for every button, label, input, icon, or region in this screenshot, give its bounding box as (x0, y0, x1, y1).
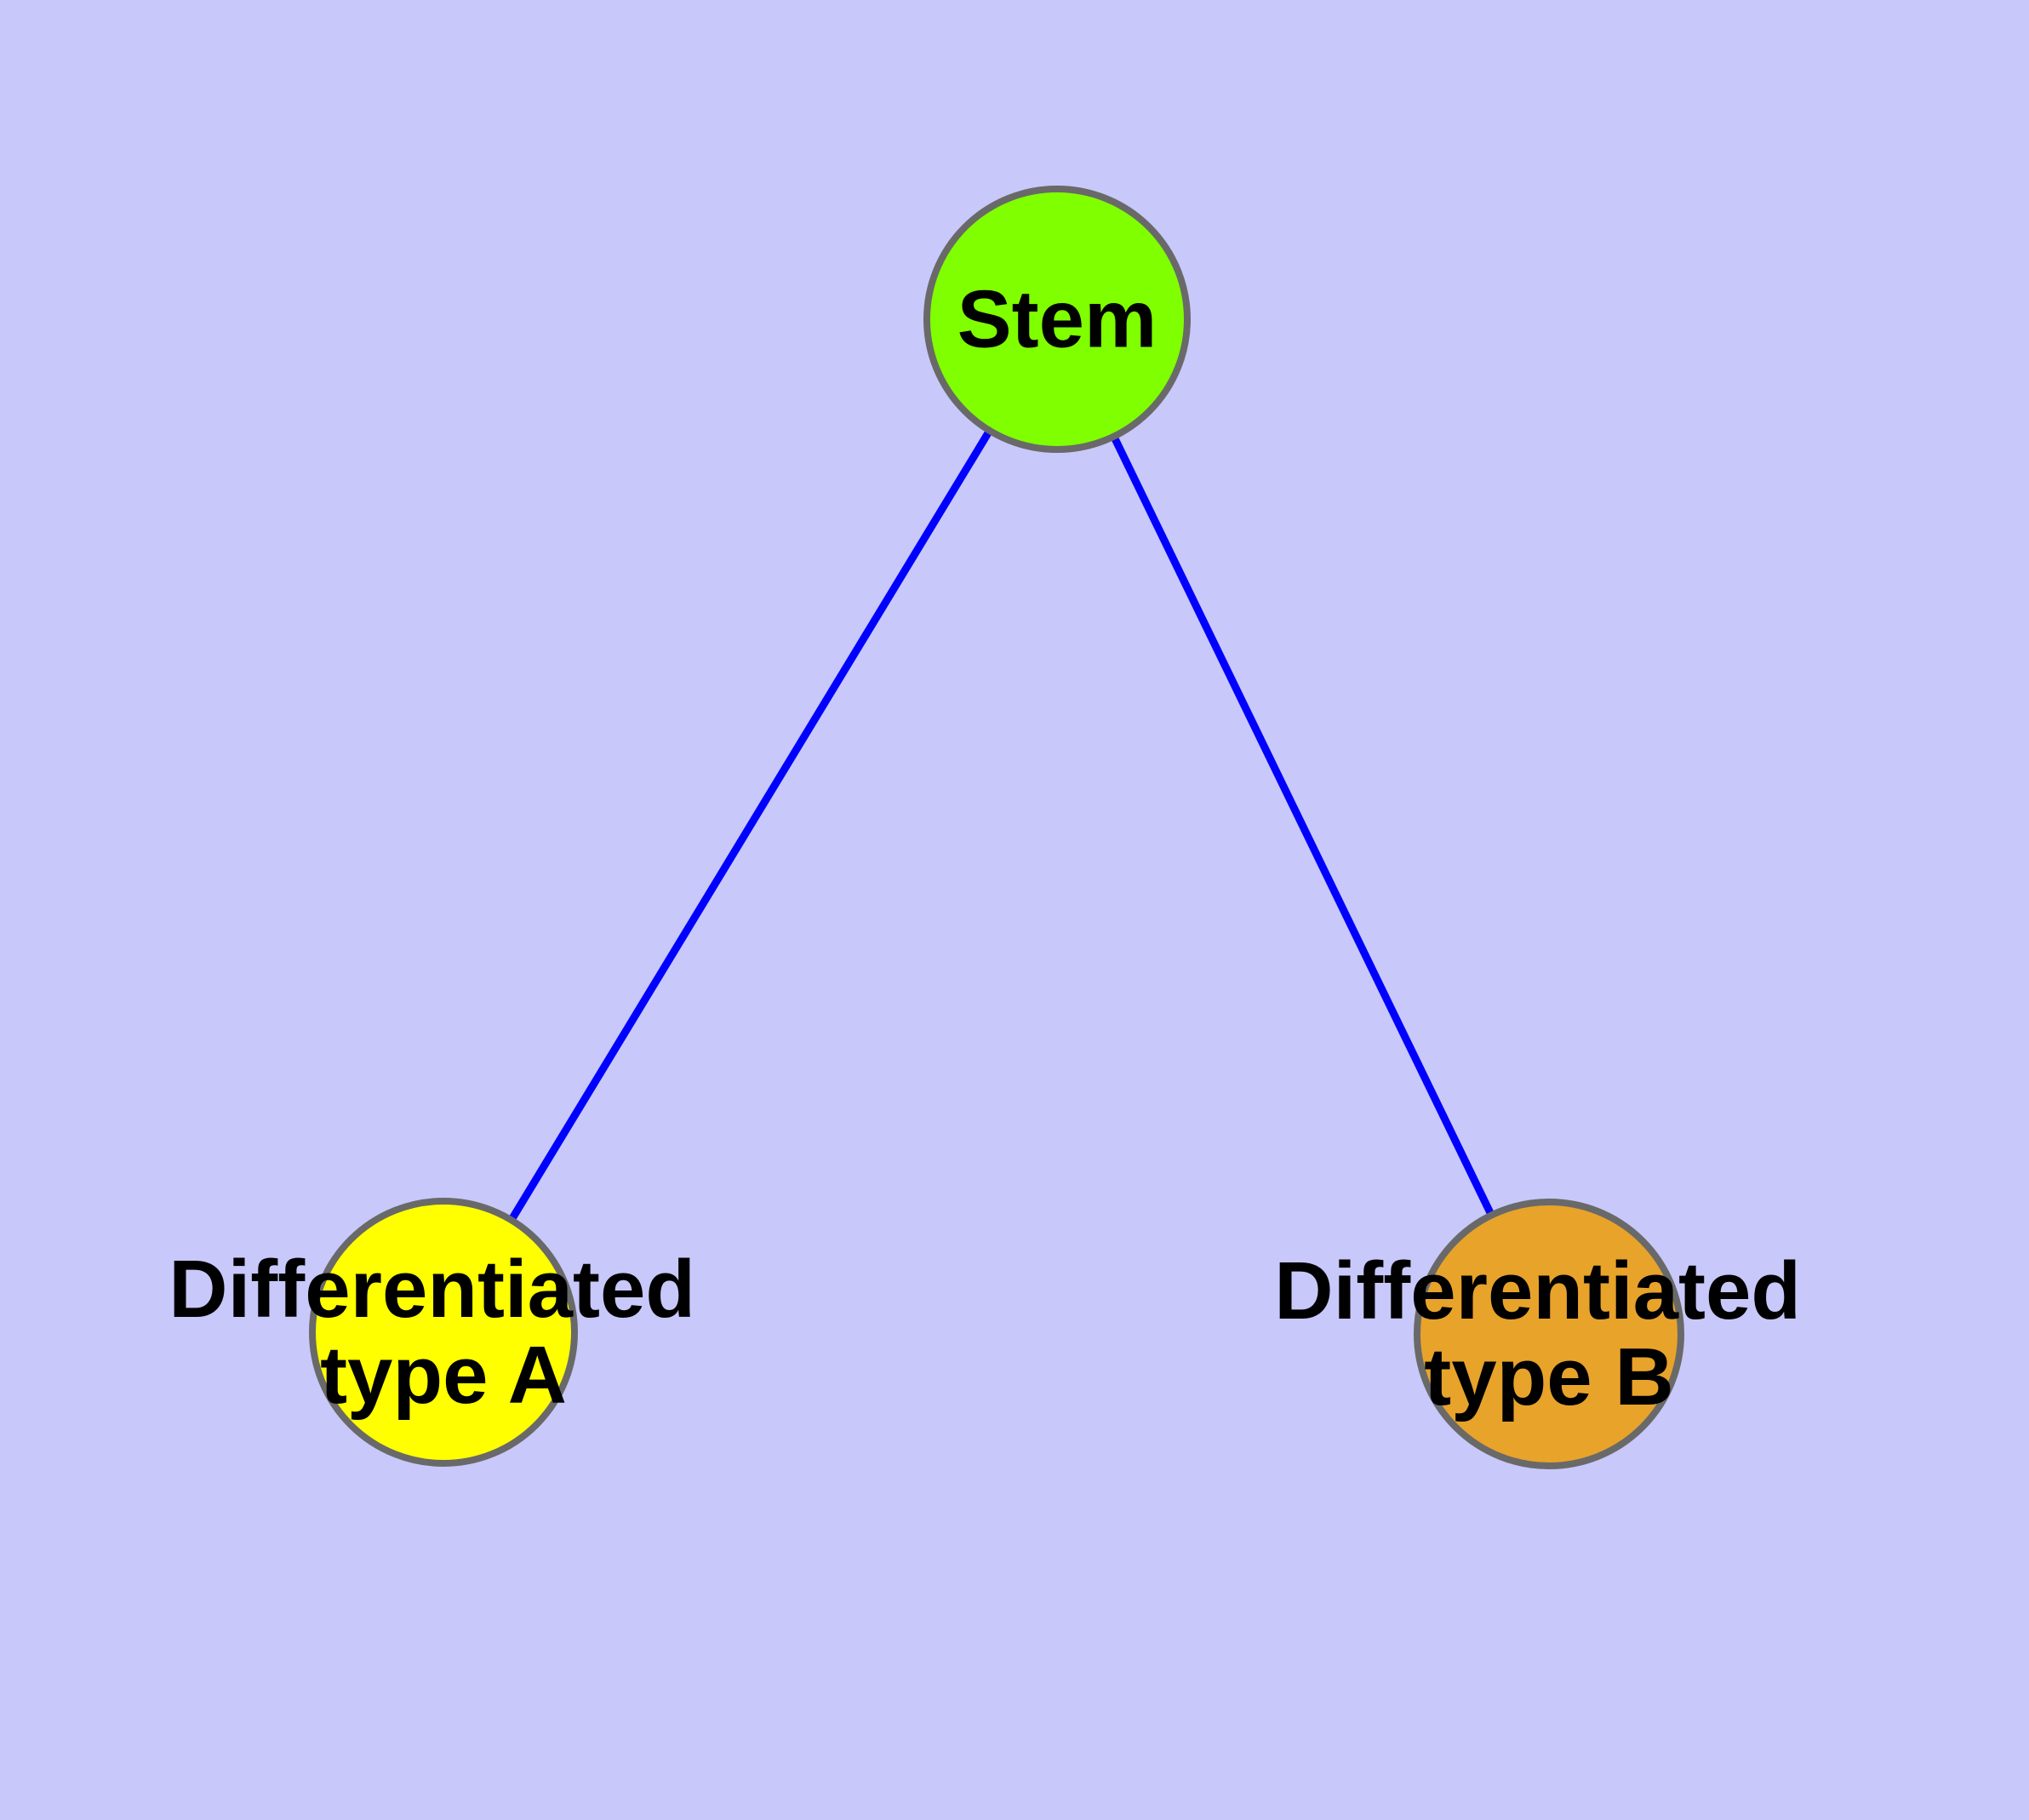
node-differentiated-type-b-label: Differentiated type B (1274, 1245, 1823, 1422)
node-differentiated-type-b[interactable]: Differentiated type B (1274, 1199, 1823, 1469)
node-differentiated-type-a-label-line-2: type A (320, 1330, 567, 1421)
nodes-layer: Stem Differentiated type A Differentiate… (169, 186, 1823, 1469)
edges-layer (506, 426, 1496, 1224)
node-differentiated-type-b-label-line-1: Differentiated (1274, 1245, 1801, 1336)
node-stem-label-line-1: Stem (957, 274, 1157, 365)
node-differentiated-type-b-circle[interactable] (1414, 1199, 1684, 1469)
node-differentiated-type-a-circle[interactable] (309, 1198, 578, 1467)
edge-stem-to-differentiated-type-b[interactable] (1109, 432, 1496, 1219)
node-differentiated-type-b-label-line-2: type B (1424, 1331, 1673, 1422)
node-differentiated-type-a-label-line-1: Differentiated (169, 1244, 695, 1335)
node-stem[interactable]: Stem (923, 186, 1191, 453)
node-stem-label: Stem (957, 274, 1157, 365)
node-differentiated-type-a-label: Differentiated type A (169, 1244, 717, 1421)
node-differentiated-type-a[interactable]: Differentiated type A (169, 1198, 717, 1467)
edge-stem-to-differentiated-type-a[interactable] (506, 426, 994, 1224)
node-stem-circle[interactable] (923, 186, 1191, 453)
